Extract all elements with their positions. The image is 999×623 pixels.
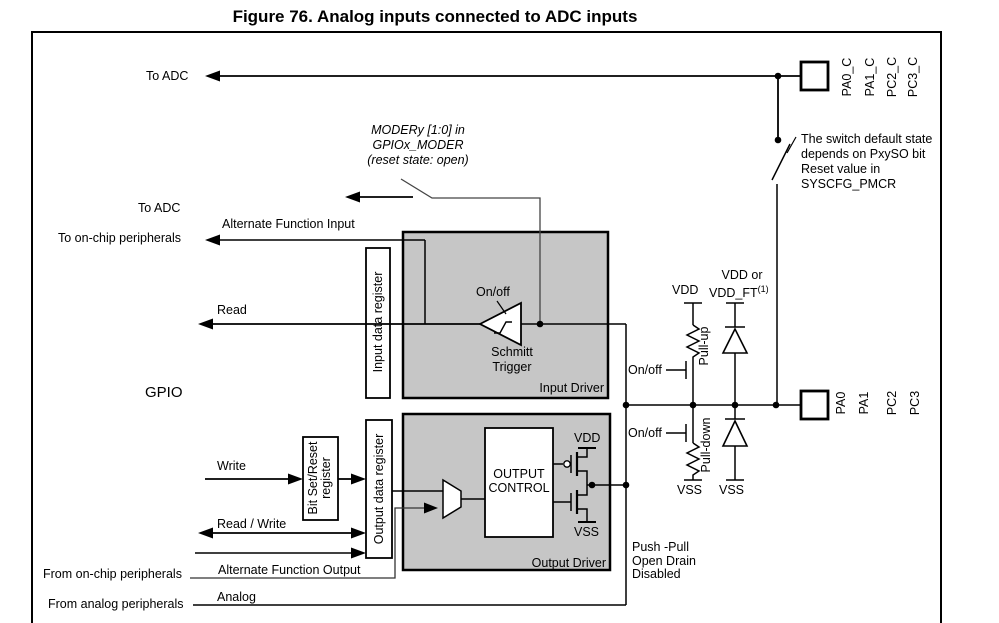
- push-pull-label: Push -Pull: [632, 540, 689, 554]
- pulldown-resistor: [685, 442, 701, 480]
- from-onchip-label: From on-chip peripherals: [43, 567, 182, 581]
- junction-dot: [622, 401, 630, 409]
- arrowhead: [198, 527, 213, 539]
- analog-label: Analog: [217, 590, 256, 604]
- output-control-line2: CONTROL: [488, 481, 550, 495]
- vdd-ft-footnote: (1): [757, 284, 769, 294]
- output-data-register-box: [365, 419, 393, 559]
- input-driver-label: Input Driver: [539, 381, 604, 395]
- pullup-resistor: [685, 324, 701, 363]
- vss-diode-label: VSS: [719, 483, 745, 497]
- from-analog-label: From analog peripherals: [48, 597, 184, 611]
- figure-title: Figure 76. Analog inputs connected to AD…: [232, 7, 638, 26]
- vdd-ft-text: VDD_FT: [709, 286, 758, 301]
- protection-diode-bottom: [721, 405, 749, 481]
- to-onchip-label: To on-chip peripherals: [58, 231, 181, 245]
- moder-note-line2: GPIOx_MODER: [372, 138, 464, 152]
- io-pad-label-pa0: PA0: [834, 391, 848, 415]
- onoff-pointer: [496, 300, 507, 315]
- to-adc-mid-label: To ADC: [138, 201, 181, 215]
- junction-dot: [588, 481, 596, 489]
- mux: [442, 478, 462, 520]
- moder-note-line1: MODERy [1:0] in: [371, 123, 465, 137]
- arrowhead: [351, 473, 366, 485]
- vdd-ft-label: VDD_FT(1): [709, 282, 769, 300]
- gpio-label: GPIO: [145, 384, 183, 401]
- junction-dot: [774, 72, 782, 80]
- output-control-label: OUTPUT CONTROL: [485, 467, 553, 495]
- mode-note: Push -Pull Open Drain Disabled: [632, 540, 696, 582]
- vss-pulldown-label: VSS: [677, 483, 703, 497]
- io-pad-label-pa1: PA1: [857, 391, 871, 415]
- adc-pad-label-pc2c: PC2_C: [885, 56, 899, 98]
- arrowhead: [198, 318, 213, 330]
- vdd-or-label: VDD or: [721, 268, 763, 282]
- input-data-register-box: [365, 247, 391, 399]
- vdd-pullup-label: VDD: [672, 283, 699, 297]
- arrowhead: [288, 473, 303, 485]
- output-driver-label: Output Driver: [531, 556, 606, 570]
- schmitt-label-line1: Schmitt: [491, 345, 533, 359]
- arrowhead: [351, 547, 366, 559]
- onoff-schmitt-label: On/off: [476, 285, 510, 299]
- moder-note-line3: (reset state: open): [367, 153, 469, 167]
- io-pad-label-pc3: PC3: [908, 390, 922, 416]
- junction-dot: [622, 481, 630, 489]
- pulldown-label: Pull-down: [699, 417, 713, 473]
- adc-pad-label-pa1c: PA1_C: [863, 57, 877, 97]
- disabled-label: Disabled: [632, 567, 681, 581]
- switch-note-leader: [786, 136, 797, 154]
- read-label: Read: [217, 303, 247, 317]
- io-pad: [799, 389, 830, 421]
- af-output-label: Alternate Function Output: [218, 563, 361, 577]
- protection-diode-top: [721, 302, 749, 405]
- pullup-network: [666, 302, 702, 405]
- arrowhead: [205, 234, 220, 246]
- output-control-box: [484, 427, 554, 538]
- input-data-register-label: Input data register: [371, 271, 385, 373]
- adc-pad-label-pa0c: PA0_C: [840, 57, 854, 97]
- bsr-label-line2: register: [319, 457, 333, 499]
- af-input-wire: [220, 239, 426, 324]
- vss-nmos-label: VSS: [574, 525, 600, 539]
- af-input-label: Alternate Function Input: [222, 217, 355, 231]
- moder-note-leader: [400, 178, 541, 324]
- hysteresis-glyph: [494, 321, 512, 334]
- vdd-pmos-label: VDD: [574, 431, 601, 445]
- nmos-transistor: [553, 485, 596, 523]
- bit-set-reset-label: Bit Set/Reset register: [306, 442, 333, 515]
- arrowhead: [351, 527, 366, 539]
- figure-frame: [31, 31, 942, 623]
- pulldown-network: [666, 405, 702, 481]
- arrowhead: [424, 502, 438, 514]
- schmitt-label-line2: Trigger: [492, 360, 532, 374]
- onoff-pulldown-label: On/off: [628, 426, 662, 440]
- pmos-transistor: [553, 447, 596, 485]
- io-pad-label-pc2: PC2: [885, 390, 899, 416]
- junction-dot: [774, 136, 782, 144]
- write-label: Write: [217, 459, 246, 473]
- analog-switch: [771, 143, 791, 405]
- junction-dot: [772, 401, 780, 409]
- switch-note: The switch default state depends on PxyS…: [801, 132, 933, 191]
- adc-pad-label-pc3c: PC3_C: [906, 56, 920, 98]
- to-adc-top-label: To ADC: [146, 69, 189, 83]
- output-data-register-label: Output data register: [372, 433, 386, 545]
- arrowhead: [205, 70, 220, 82]
- adc-direct-path: [218, 75, 801, 140]
- onoff-pullup-label: On/off: [628, 363, 662, 377]
- af-output-wire: [190, 507, 424, 579]
- output-control-line1: OUTPUT: [493, 467, 545, 481]
- read-write-label: Read / Write: [217, 517, 287, 531]
- moder-note: MODERy [1:0] in GPIOx_MODER (reset state…: [348, 123, 488, 168]
- adc-pad: [799, 60, 830, 92]
- pullup-label: Pull-up: [697, 326, 711, 366]
- open-drain-label: Open Drain: [632, 553, 696, 568]
- schmitt-trigger-label: Schmitt Trigger: [477, 345, 547, 375]
- arrowhead: [345, 191, 360, 203]
